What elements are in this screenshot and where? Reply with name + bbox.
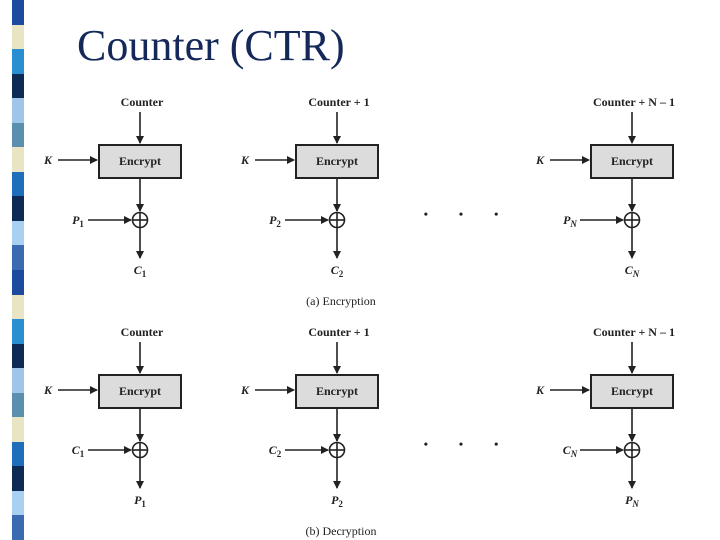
encryption-block: Counter + N – 1 Encrypt K PN CN [535, 95, 675, 279]
output-label: C2 [331, 263, 344, 279]
input-label: P1 [72, 213, 84, 229]
input-label: C2 [269, 443, 282, 459]
stripe-segment [12, 171, 24, 197]
counter-label: Counter + N – 1 [593, 95, 675, 109]
input-label: PN [563, 213, 577, 229]
stripe-segment [12, 392, 24, 418]
stripe-segment [12, 220, 24, 246]
key-label: K [240, 153, 250, 167]
stripe-segment [12, 73, 24, 99]
decryption-block: Counter + N – 1 Encrypt K CN PN [535, 325, 675, 509]
counter-label: Counter + N – 1 [593, 325, 675, 339]
stripe-segment [12, 0, 24, 26]
key-label: K [535, 383, 545, 397]
encrypt-label: Encrypt [611, 154, 653, 168]
counter-label: Counter + 1 [308, 325, 369, 339]
stripe-segment [12, 196, 24, 222]
key-label: K [43, 153, 53, 167]
stripe-segment [12, 490, 24, 516]
page-title: Counter (CTR) [77, 21, 345, 70]
stripe-segment [12, 441, 24, 467]
stripe-segment [12, 343, 24, 369]
stripe-segment [12, 319, 24, 345]
stripe-segment [12, 294, 24, 320]
decorative-stripe [0, 0, 26, 540]
encrypt-label: Encrypt [611, 384, 653, 398]
encrypt-box [590, 144, 674, 179]
stripe-segment [12, 49, 24, 75]
stripe-segment [12, 368, 24, 394]
output-label: C1 [134, 263, 147, 279]
decryption-caption: (b) Decryption [306, 524, 377, 538]
encrypt-label: Encrypt [119, 384, 161, 398]
key-label: K [535, 153, 545, 167]
counter-label: Counter [121, 325, 164, 339]
input-label: P2 [269, 213, 281, 229]
stripe-segment [12, 98, 24, 124]
ellipsis: • • • [424, 437, 513, 451]
encrypt-box [98, 374, 182, 409]
stripe-segment [12, 122, 24, 148]
stripe-segment [12, 270, 24, 296]
counter-label: Counter [121, 95, 164, 109]
key-label: K [43, 383, 53, 397]
input-label: C1 [72, 443, 85, 459]
output-label: P1 [134, 493, 146, 509]
output-label: P2 [331, 493, 343, 509]
encryption-caption: (a) Encryption [306, 294, 376, 308]
encrypt-label: Encrypt [119, 154, 161, 168]
encrypt-label: Encrypt [316, 154, 358, 168]
stripe-segment [12, 515, 24, 540]
encrypt-label: Encrypt [316, 384, 358, 398]
input-label: CN [563, 443, 578, 459]
encrypt-box [590, 374, 674, 409]
stripe-segment [12, 147, 24, 173]
output-label: PN [625, 493, 639, 509]
output-label: CN [625, 263, 640, 279]
stripe-segment [12, 417, 24, 443]
stripe-segment [12, 24, 24, 50]
counter-label: Counter + 1 [308, 95, 369, 109]
key-label: K [240, 383, 250, 397]
stripe-segment [12, 245, 24, 271]
stripe-segment [12, 466, 24, 492]
ellipsis: • • • [424, 207, 513, 221]
